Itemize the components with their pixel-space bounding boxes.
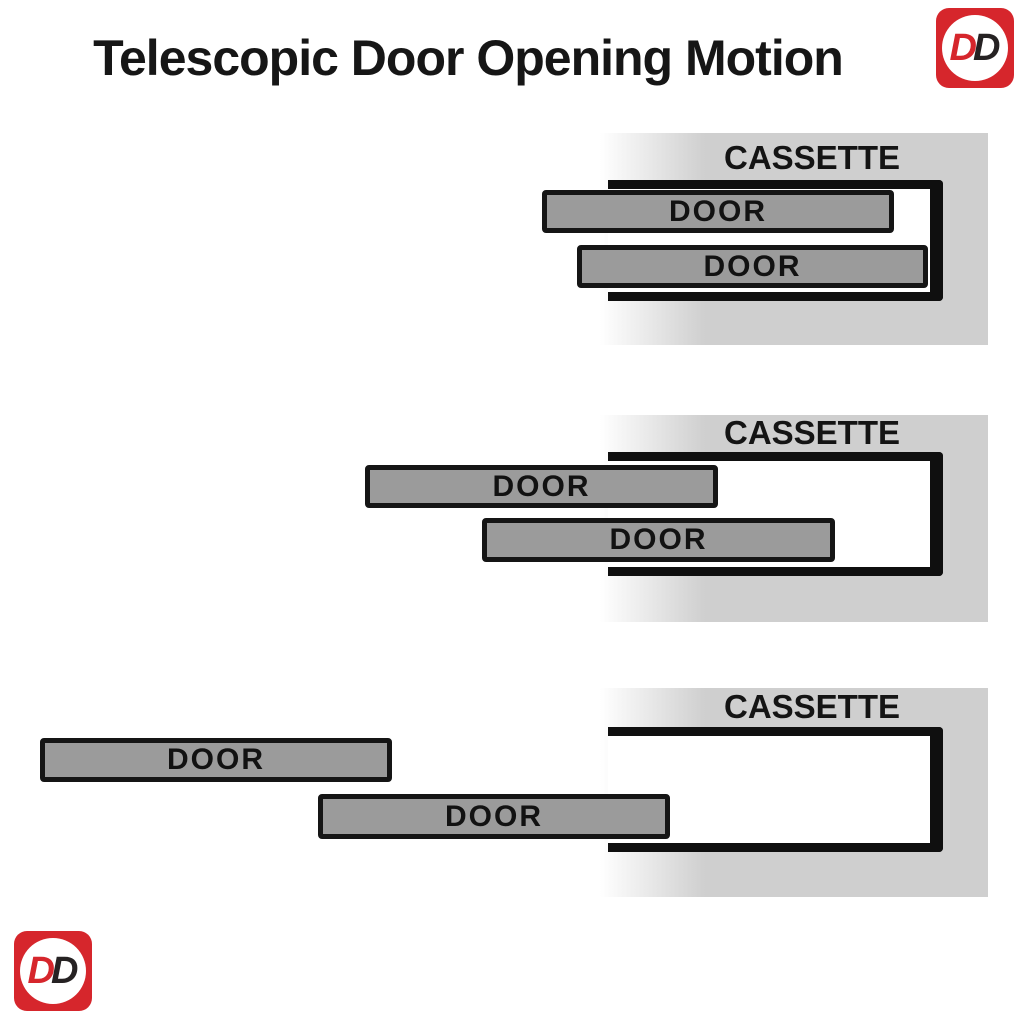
- dd-logo-letter-2: D: [973, 27, 1001, 69]
- cassette-label: CASSETTE: [723, 688, 901, 725]
- door-panel-2: DOOR: [577, 245, 928, 288]
- door-panel-1: DOOR: [365, 465, 718, 508]
- dd-logo-bottom-left: D D: [14, 931, 92, 1011]
- dd-logo-circle: D D: [942, 15, 1008, 81]
- door-panel-1: DOOR: [542, 190, 894, 233]
- dd-logo-letter-1: D: [949, 27, 978, 69]
- dd-logo-circle: D D: [20, 938, 86, 1004]
- door-label: DOOR: [609, 523, 708, 556]
- door-label: DOOR: [167, 743, 265, 776]
- door-label: DOOR: [492, 469, 591, 503]
- door-label: DOOR: [703, 249, 802, 283]
- door-label: DOOR: [445, 799, 543, 833]
- dd-logo-letter-2: D: [51, 950, 79, 992]
- dd-logo-top-right: D D: [936, 8, 1014, 88]
- door-panel-2: DOOR: [318, 794, 670, 839]
- door-panel-2: DOOR: [482, 518, 835, 562]
- door-panel-1: DOOR: [40, 738, 392, 782]
- door-label: DOOR: [669, 194, 767, 228]
- page-title: Telescopic Door Opening Motion: [93, 30, 844, 86]
- cassette-label: CASSETTE: [723, 139, 901, 176]
- cassette-label: CASSETTE: [723, 414, 901, 451]
- dd-logo-letter-1: D: [27, 950, 56, 992]
